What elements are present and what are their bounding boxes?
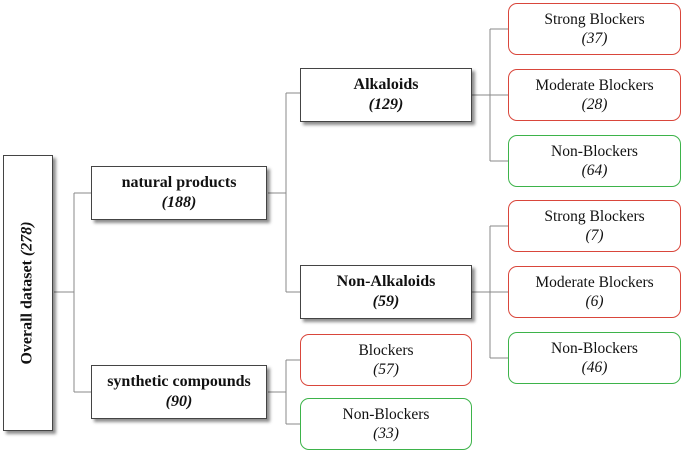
- natural-products-count: (188): [161, 194, 197, 211]
- non-alkaloids-count: (59): [372, 293, 400, 310]
- connector-alkaloids: [472, 28, 508, 162]
- connector-root: [54, 192, 91, 393]
- node-non-alkaloids-non-blockers: Non-Blockers (46): [508, 332, 681, 384]
- node-natural-products: natural products (188): [91, 166, 267, 220]
- alkaloids-count: (129): [368, 96, 404, 113]
- non-alkaloids-moderate-blockers-label: Moderate Blockers: [535, 273, 654, 291]
- node-non-alkaloids-moderate-blockers: Moderate Blockers (6): [508, 266, 681, 318]
- overall-dataset-label: Overall dataset: [19, 260, 37, 365]
- node-non-alkaloids-strong-blockers: Strong Blockers (7): [508, 200, 681, 252]
- overall-dataset-count: (278): [19, 221, 37, 257]
- synthetic-blockers-label: Blockers: [358, 341, 414, 359]
- synthetic-blockers-count: (57): [373, 361, 399, 378]
- node-alkaloids-strong-blockers: Strong Blockers (37): [508, 3, 681, 55]
- alkaloids-non-blockers-count: (64): [581, 162, 608, 179]
- synthetic-compounds-count: (90): [165, 393, 193, 410]
- natural-products-label: natural products: [121, 174, 237, 191]
- synthetic-non-blockers-count: (33): [373, 425, 399, 442]
- node-synthetic-non-blockers: Non-Blockers (33): [300, 398, 472, 450]
- node-alkaloids-moderate-blockers: Moderate Blockers (28): [508, 69, 681, 121]
- synthetic-non-blockers-label: Non-Blockers: [342, 405, 430, 423]
- node-alkaloids-non-blockers: Non-Blockers (64): [508, 135, 681, 187]
- node-synthetic-compounds: synthetic compounds (90): [91, 365, 267, 419]
- non-alkaloids-strong-blockers-label: Strong Blockers: [544, 207, 645, 225]
- node-overall-dataset: Overall dataset (278): [3, 155, 53, 431]
- alkaloids-strong-blockers-label: Strong Blockers: [544, 10, 645, 28]
- connector-synthetic: [268, 359, 300, 425]
- non-alkaloids-non-blockers-label: Non-Blockers: [551, 339, 638, 357]
- synthetic-compounds-label: synthetic compounds: [107, 373, 251, 390]
- node-synthetic-blockers: Blockers (57): [300, 334, 472, 386]
- alkaloids-non-blockers-label: Non-Blockers: [551, 142, 638, 160]
- node-non-alkaloids: Non-Alkaloids (59): [300, 265, 472, 319]
- node-alkaloids: Alkaloids (129): [300, 68, 472, 122]
- non-alkaloids-moderate-blockers-count: (6): [585, 293, 604, 310]
- alkaloids-label: Alkaloids: [353, 76, 419, 93]
- non-alkaloids-strong-blockers-count: (7): [585, 227, 604, 244]
- connector-natural: [268, 92, 300, 293]
- alkaloids-moderate-blockers-count: (28): [581, 96, 608, 113]
- non-alkaloids-non-blockers-count: (46): [581, 359, 608, 376]
- alkaloids-moderate-blockers-label: Moderate Blockers: [535, 76, 654, 94]
- non-alkaloids-label: Non-Alkaloids: [336, 273, 436, 290]
- alkaloids-strong-blockers-count: (37): [581, 30, 608, 47]
- connector-non-alkaloids: [472, 225, 508, 359]
